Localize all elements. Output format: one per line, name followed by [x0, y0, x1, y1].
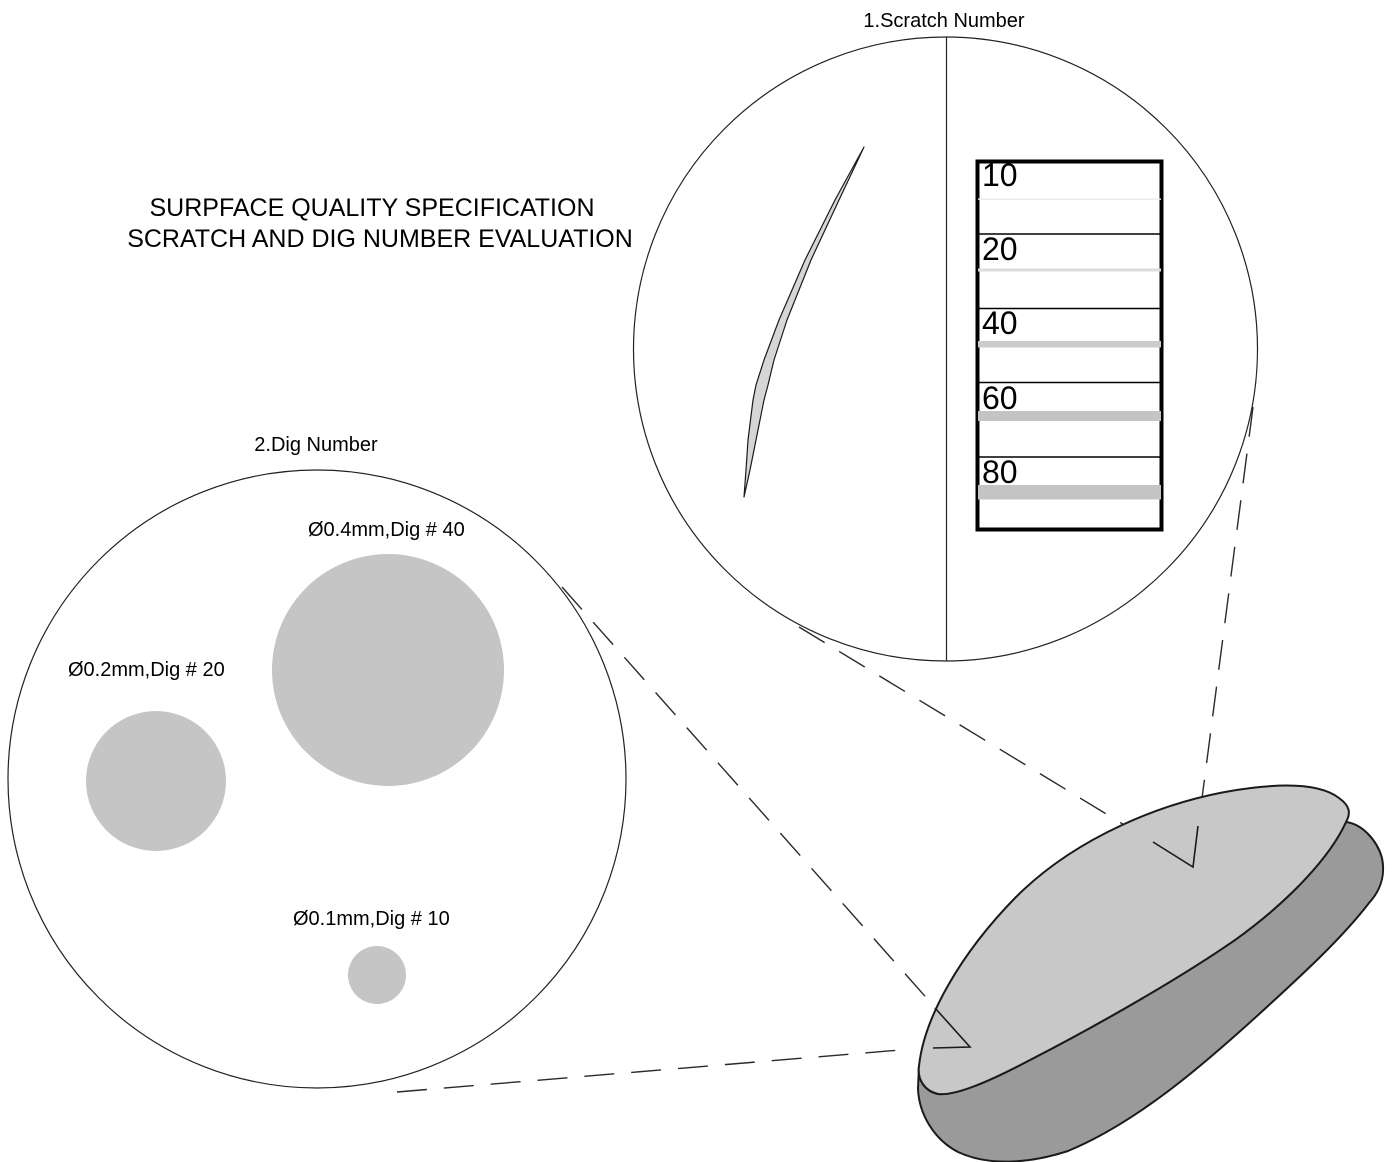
dig-magnifier-circle: [7, 469, 627, 1089]
optical-disc: [916, 784, 1385, 1162]
scratch-number-20-label: 20: [982, 231, 1018, 267]
scratch-bar-10: [978, 198, 1161, 200]
scratch-number-80-label: 80: [982, 454, 1018, 490]
dig-spot-10: [348, 946, 406, 1004]
diagram-title-line-2: SCRATCH AND DIG NUMBER EVALUATION: [127, 225, 633, 253]
dig-spot-20: [86, 711, 226, 851]
dig-spot-10-label: Ø0.1mm,Dig # 10: [293, 908, 450, 930]
scratch-section-heading: 1.Scratch Number: [863, 10, 1025, 32]
callout-line-scratch-right: [1200, 406, 1254, 807]
scratch-number-60-label: 60: [982, 380, 1018, 416]
dig-section-heading: 2.Dig Number: [254, 434, 378, 456]
scratch-bar-60: [978, 411, 1161, 421]
callout-lines: [396, 406, 1254, 1093]
callout-line-dig-upper: [561, 586, 932, 1004]
scratch-number-10-label: 10: [982, 157, 1018, 193]
callout-line-scratch-left: [798, 626, 1150, 841]
dig-spot-20-label: Ø0.2mm,Dig # 20: [68, 659, 225, 681]
diagram-title-line-1: SURPFACE QUALITY SPECIFICATION: [150, 194, 595, 222]
table-row-separators: [977, 233, 1162, 458]
disc-top-face: [917, 784, 1350, 1096]
scratch-magnifier-circle: [632, 36, 1259, 662]
disc-scratch-notch-mark: [1152, 825, 1199, 869]
scratch-bar-20: [978, 268, 1161, 272]
dig-spot-40: [272, 554, 504, 786]
scratch-mark-shape: [743, 146, 865, 498]
disc-dig-notch-mark: [932, 1007, 972, 1049]
scratch-number-40-label: 40: [982, 305, 1018, 341]
scratch-bar-80: [978, 485, 1161, 500]
scratch-bar-40: [978, 341, 1161, 348]
dig-spot-40-label: Ø0.4mm,Dig # 40: [308, 519, 465, 541]
callout-line-dig-lower: [396, 1048, 913, 1093]
scratch-standards-table: 10 20 40 60 80: [975, 157, 1164, 532]
